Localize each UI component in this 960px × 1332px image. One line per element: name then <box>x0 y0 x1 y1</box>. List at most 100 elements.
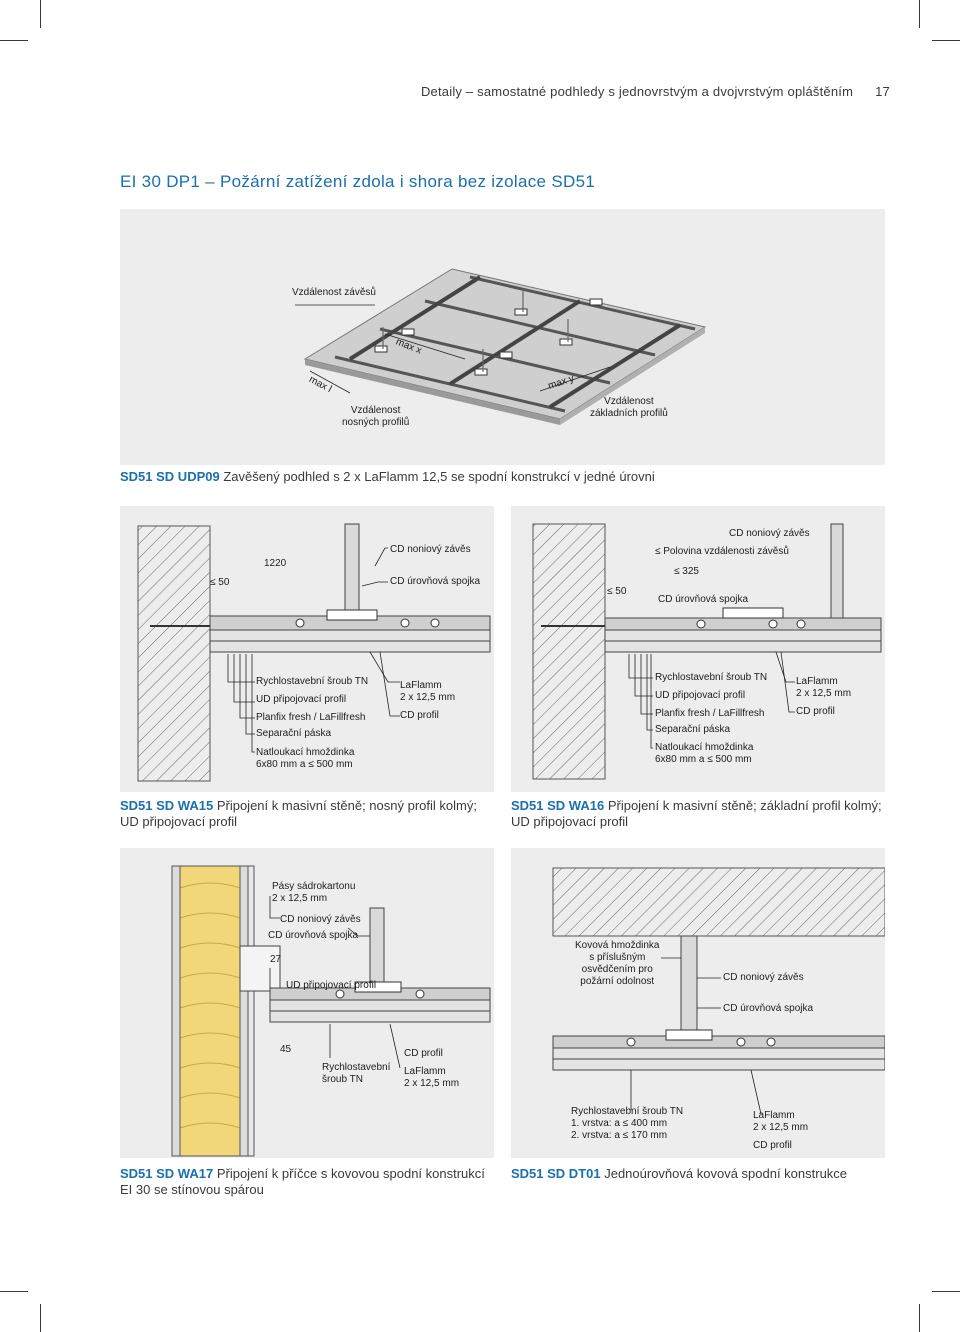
label-board-line1: LaFlamm <box>753 1110 795 1121</box>
label-hanger: CD noniový závěs <box>280 914 361 925</box>
crop-mark <box>0 1291 28 1292</box>
label-ud-profile: UD připojovací profil <box>286 980 377 991</box>
label-board: LaFlamm 2 x 12,5 mm <box>753 1110 808 1134</box>
section-title-code: SD51 <box>551 172 596 191</box>
label-ud-profile: UD připojovací profil <box>256 694 347 705</box>
label-screw: Rychlostavební šroub TN 1. vrstva: a ≤ 4… <box>571 1106 683 1142</box>
label-anchor-line3: osvědčením pro <box>581 964 653 975</box>
crop-mark <box>0 40 28 41</box>
label-board-line1: LaFlamm <box>404 1066 446 1077</box>
dim-50: ≤ 50 <box>210 577 230 588</box>
label-board-line2: 2 x 12,5 mm <box>796 688 852 699</box>
running-title: Detaily – samostatné podhledy s jednovrs… <box>420 84 854 99</box>
label-board-line1: LaFlamm <box>400 680 442 691</box>
crop-mark <box>932 40 960 41</box>
caption-wa15: SD51 SD WA15 Připojení k masivní stěně; … <box>120 798 490 830</box>
caption-code: SD51 SD WA16 <box>511 798 605 813</box>
label-hanger-distance: Vzdálenost závěsů <box>292 287 376 298</box>
label-ud-profile: UD připojovací profil <box>655 690 746 701</box>
running-header: Detaily – samostatné podhledy s jednovrs… <box>421 84 890 99</box>
label-hanger: CD noniový závěs <box>729 528 810 539</box>
label-screw-line3: 2. vrstva: a ≤ 170 mm <box>571 1130 668 1141</box>
dim-27: 27 <box>270 954 282 965</box>
label-screw-line2: šroub TN <box>322 1074 363 1085</box>
label-half-distance: ≤ Polovina vzdálenosti závěsů <box>655 546 789 557</box>
label-bearing-distance: Vzdálenost nosných profilů <box>342 405 409 429</box>
crop-mark <box>40 1304 41 1332</box>
label-anchor: Natloukací hmoždinka 6x80 mm a ≤ 500 mm <box>256 747 354 771</box>
label-board-line2: 2 x 12,5 mm <box>400 692 456 703</box>
label-strips: Pásy sádrokartonu 2 x 12,5 mm <box>272 881 355 905</box>
dim-325: ≤ 325 <box>674 566 699 577</box>
label-strips-line1: Pásy sádrokartonu <box>272 881 356 892</box>
label-strips-line2: 2 x 12,5 mm <box>272 893 328 904</box>
page-number: 17 <box>875 84 890 99</box>
label-planfix: Planfix fresh / LaFillfresh <box>655 708 765 719</box>
label-anchor-line2: 6x80 mm a ≤ 500 mm <box>655 754 752 765</box>
label-cd-profile: CD profil <box>753 1140 792 1151</box>
dim-45: 45 <box>280 1044 292 1055</box>
caption-code: SD51 SD UDP09 <box>120 469 220 484</box>
label-anchor-line1: Natloukací hmoždinka <box>256 747 355 758</box>
label-bearing-line1: Vzdálenost <box>350 405 401 416</box>
figure-udp09: Vzdálenost závěsů max x max l max y Vzdá… <box>120 209 885 465</box>
label-connector: CD úrovňová spojka <box>268 930 359 941</box>
caption-code: SD51 SD WA15 <box>120 798 214 813</box>
caption-text: Jednoúrovňová kovová spodní konstrukce <box>604 1166 848 1181</box>
label-screw: Rychlostavební šroub TN <box>655 672 768 683</box>
caption-wa16: SD51 SD WA16 Připojení k masivní stěně; … <box>511 798 885 830</box>
caption-text: Připojení k masivní stěně; nosný profil … <box>120 798 477 829</box>
label-connector: CD úrovňová spojka <box>658 594 749 605</box>
label-cd-profile: CD profil <box>796 706 835 717</box>
label-base-distance: Vzdálenost základních profilů <box>590 396 668 420</box>
figure-wa17: Pásy sádrokartonu 2 x 12,5 mm CD noniový… <box>120 848 494 1158</box>
label-tape: Separační páska <box>655 724 731 735</box>
caption-wa17: SD51 SD WA17 Připojení k příčce s kovovo… <box>120 1166 490 1198</box>
figure-wa15: ≤ 50 1220 CD noniový závěs CD úrovňová s… <box>120 506 494 792</box>
label-screw-line1: Rychlostavební <box>322 1062 391 1073</box>
caption-text: Zavěšený podhled s 2 x LaFlamm 12,5 se s… <box>223 469 655 484</box>
label-screw-line1: Rychlostavební šroub TN <box>571 1106 684 1117</box>
figure-wa16: CD noniový závěs ≤ Polovina vzdálenosti … <box>511 506 885 792</box>
label-tape: Separační páska <box>256 728 332 739</box>
label-base-line2: základních profilů <box>590 408 668 419</box>
dim-1220: 1220 <box>264 558 287 569</box>
caption-text: Připojení k masivní stěně; základní prof… <box>511 798 882 829</box>
crop-mark <box>40 0 41 28</box>
label-screw-line2: 1. vrstva: a ≤ 400 mm <box>571 1118 668 1129</box>
crop-mark <box>919 0 920 28</box>
label-planfix: Planfix fresh / LaFillfresh <box>256 712 366 723</box>
label-anchor-line2: 6x80 mm a ≤ 500 mm <box>256 759 353 770</box>
label-connector: CD úrovňová spojka <box>390 576 481 587</box>
label-board-line1: LaFlamm <box>796 676 838 687</box>
caption-code: SD51 SD WA17 <box>120 1166 214 1181</box>
label-anchor-line1: Natloukací hmoždinka <box>655 742 754 753</box>
section-title: EI 30 DP1 – Požární zatížení zdola i sho… <box>120 172 595 192</box>
label-board-line2: 2 x 12,5 mm <box>753 1122 809 1133</box>
section-title-text: EI 30 DP1 – Požární zatížení zdola i sho… <box>120 172 547 191</box>
crop-mark <box>932 1291 960 1292</box>
dt01-section-drawing <box>552 867 885 1115</box>
label-anchor-line1: Kovová hmoždinka <box>575 940 660 951</box>
label-hanger: CD noniový závěs <box>390 544 471 555</box>
label-hanger: CD noniový závěs <box>723 972 804 983</box>
label-connector: CD úrovňová spojka <box>723 1003 814 1014</box>
wa17-section-drawing <box>171 865 491 1157</box>
figure-dt01: Kovová hmoždinka s příslušným osvědčením… <box>511 848 885 1158</box>
wa15-section-drawing <box>137 523 491 782</box>
dim-50: ≤ 50 <box>607 586 627 597</box>
label-anchor: Natloukací hmoždinka 6x80 mm a ≤ 500 mm <box>655 742 753 766</box>
label-board-line2: 2 x 12,5 mm <box>404 1078 460 1089</box>
caption-udp09: SD51 SD UDP09 Zavěšený podhled s 2 x LaF… <box>120 469 885 485</box>
label-bearing-line2: nosných profilů <box>342 417 410 428</box>
label-cd-profile: CD profil <box>404 1048 443 1059</box>
caption-code: SD51 SD DT01 <box>511 1166 601 1181</box>
label-anchor-line4: požární odolnost <box>580 976 655 987</box>
isometric-ceiling-drawing <box>295 268 707 425</box>
label-board: LaFlamm 2 x 12,5 mm <box>404 1066 459 1090</box>
label-anchor: Kovová hmoždinka s příslušným osvědčením… <box>575 940 660 988</box>
label-screw: Rychlostavební šroub TN <box>256 676 369 687</box>
label-base-line1: Vzdálenost <box>604 396 654 407</box>
caption-text: Připojení k příčce s kovovou spodní kons… <box>120 1166 485 1197</box>
crop-mark <box>919 1304 920 1332</box>
